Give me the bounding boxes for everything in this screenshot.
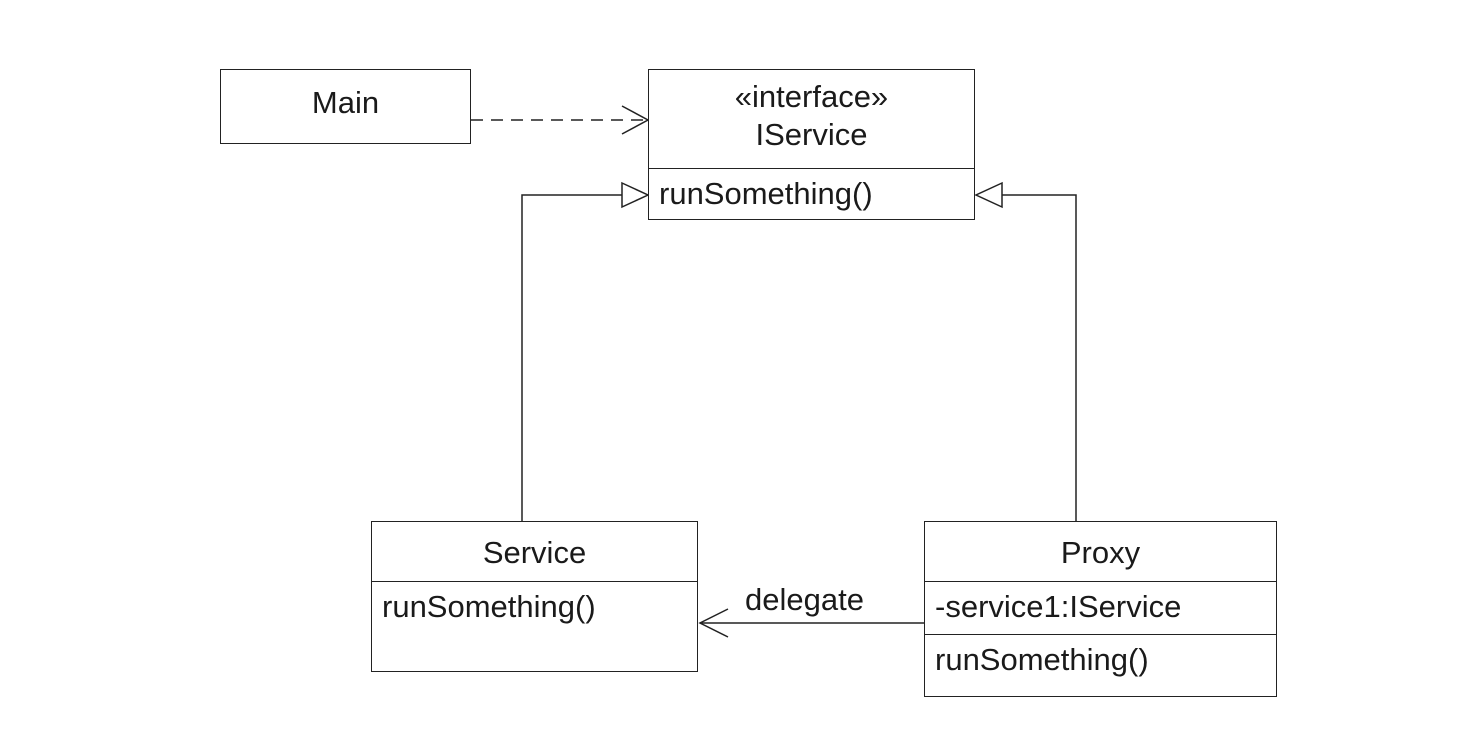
- class-name: Main: [311, 85, 380, 120]
- association-proxy-service[interactable]: [698, 608, 924, 638]
- hollow-triangle-arrowhead: [974, 181, 1003, 209]
- dependency-main-iservice[interactable]: [471, 105, 650, 135]
- class-iservice[interactable]: «interface» IService runSomething(): [648, 69, 975, 220]
- method-row: runSomething(): [925, 634, 1276, 695]
- class-header: «interface» IService: [649, 70, 974, 168]
- attribute-row: -service1:IService: [925, 581, 1276, 634]
- stereotype-label: «interface»: [734, 79, 889, 114]
- class-main[interactable]: Main: [220, 69, 471, 144]
- class-service[interactable]: Service runSomething(): [371, 521, 698, 672]
- class-name: Proxy: [1060, 535, 1141, 570]
- realization-proxy-iservice[interactable]: [974, 181, 1077, 521]
- class-name: IService: [755, 117, 868, 152]
- delegate-label: delegate: [745, 582, 864, 617]
- method-row: runSomething(): [649, 168, 974, 218]
- class-name: Service: [482, 535, 587, 570]
- open-arrowhead: [698, 608, 729, 638]
- realization-service-iservice[interactable]: [521, 181, 650, 521]
- class-proxy[interactable]: Proxy -service1:IService runSomething(): [924, 521, 1277, 697]
- method-row: runSomething(): [372, 581, 697, 670]
- hollow-triangle-arrowhead: [621, 181, 650, 209]
